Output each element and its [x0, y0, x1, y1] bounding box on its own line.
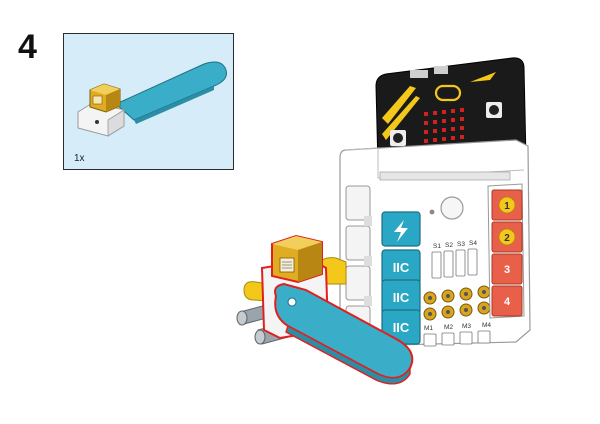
iic-port-1: IIC: [381, 249, 421, 285]
motor-label-1: M1: [424, 325, 433, 332]
led-button-2-label: 2: [504, 233, 510, 244]
servo-label-1: S1: [433, 243, 441, 250]
led-button-3-label: 3: [504, 264, 510, 276]
led-button-1-label: 1: [504, 201, 510, 212]
servo-label-4: S4: [469, 240, 477, 247]
iic-label-1: IIC: [393, 260, 410, 275]
servo-arm: [274, 282, 414, 385]
motor-label-3: M3: [462, 323, 471, 330]
iic-port-2: IIC: [381, 279, 421, 315]
servo-headers: S1 S2 S3 S4: [431, 240, 478, 279]
step-number: 4: [18, 28, 37, 66]
iic-label-2: IIC: [393, 290, 410, 305]
power-port: [381, 211, 421, 247]
parts-callout: 1x: [63, 33, 234, 170]
motor-terminals: M1 M2 M3 M4: [423, 285, 491, 347]
parts-quantity: 1x: [74, 153, 85, 164]
led-button-panel: 1 2 3 4: [487, 183, 525, 319]
motor-label-2: M2: [444, 324, 453, 331]
servo-label-2: S2: [445, 242, 453, 249]
iic-label-3: IIC: [393, 320, 410, 335]
motor-label-4: M4: [482, 322, 491, 329]
led-button-4-label: 4: [504, 296, 511, 308]
servo-arm-part-icon: [77, 61, 227, 137]
servo-label-3: S3: [457, 241, 465, 248]
